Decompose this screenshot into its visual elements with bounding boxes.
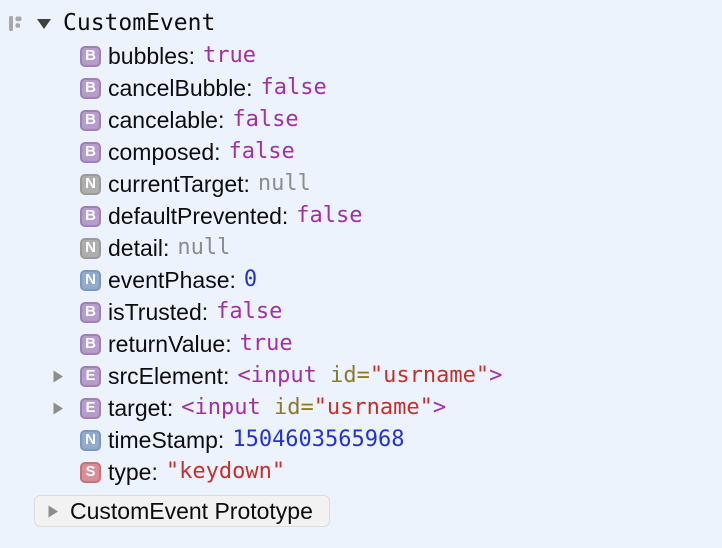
property-name: timeStamp: bbox=[108, 426, 225, 453]
type-badge-element: E bbox=[80, 397, 101, 419]
property-value: true bbox=[240, 333, 293, 355]
type-badge-boolean: B bbox=[80, 141, 101, 163]
value-part-boolean: true bbox=[202, 43, 256, 68]
property-value: "keydown" bbox=[166, 461, 285, 483]
property-value: false bbox=[216, 301, 282, 323]
prototype-row[interactable]: CustomEvent Prototype bbox=[34, 495, 330, 527]
property-name: cancelBubble: bbox=[108, 74, 253, 101]
property-value: null bbox=[177, 237, 230, 259]
type-badge-string: S bbox=[80, 461, 101, 483]
value-part-tag: <input bbox=[237, 363, 317, 388]
property-name: currentTarget: bbox=[108, 170, 250, 197]
property-value: false bbox=[296, 205, 362, 227]
type-badge-boolean: B bbox=[80, 77, 101, 99]
disclosure-collapsed-icon bbox=[48, 505, 58, 517]
type-badge-number: N bbox=[80, 269, 101, 291]
value-part-tag: > bbox=[489, 363, 503, 388]
type-badge-boolean: B bbox=[80, 109, 101, 131]
value-part-tag: <input bbox=[181, 395, 261, 420]
property-value: false bbox=[261, 77, 327, 99]
value-part-boolean: true bbox=[239, 331, 293, 356]
disclosure-collapsed-icon[interactable] bbox=[52, 401, 80, 416]
value-part-number: 1504603565968 bbox=[232, 427, 405, 452]
value-part-boolean: false bbox=[228, 139, 295, 164]
disclosure-expanded-icon[interactable] bbox=[36, 17, 52, 30]
tree-outline-icon bbox=[9, 15, 22, 31]
value-part-boolean: false bbox=[232, 107, 299, 132]
object-header[interactable]: CustomEvent bbox=[0, 6, 722, 40]
property-value: null bbox=[258, 173, 311, 195]
property-name: detail: bbox=[108, 234, 170, 261]
value-part-attr: id= bbox=[316, 363, 370, 388]
type-badge-boolean: B bbox=[80, 301, 101, 323]
type-badge-boolean: B bbox=[80, 333, 101, 355]
value-part-null: null bbox=[177, 235, 231, 260]
property-name: isTrusted: bbox=[108, 298, 209, 325]
property-value: <input id="usrname"> bbox=[237, 365, 502, 387]
type-badge-boolean: B bbox=[80, 205, 101, 227]
value-part-boolean: false bbox=[216, 299, 283, 324]
type-badge-number: N bbox=[80, 429, 101, 451]
property-name: returnValue: bbox=[108, 330, 232, 357]
type-badge-null: N bbox=[80, 237, 101, 259]
property-value: true bbox=[203, 45, 256, 67]
value-part-string: "usrname" bbox=[313, 395, 433, 420]
type-badge-element: E bbox=[80, 365, 101, 387]
value-part-boolean: false bbox=[296, 203, 363, 228]
prototype-label: CustomEvent Prototype bbox=[70, 497, 313, 524]
property-value: 1504603565968 bbox=[232, 429, 404, 451]
value-part-number: 0 bbox=[243, 267, 258, 292]
property-value: false bbox=[232, 109, 298, 131]
value-part-attr: id= bbox=[260, 395, 314, 420]
type-badge-boolean: B bbox=[80, 45, 101, 67]
property-name: cancelable: bbox=[108, 106, 225, 133]
property-value: false bbox=[229, 141, 295, 163]
property-name: defaultPrevented: bbox=[108, 202, 289, 229]
value-part-string: "keydown" bbox=[165, 459, 286, 484]
type-badge-null: N bbox=[80, 173, 101, 195]
property-name: composed: bbox=[108, 138, 221, 165]
object-class-name: CustomEvent bbox=[63, 9, 216, 36]
property-name: eventPhase: bbox=[108, 266, 236, 293]
disclosure-collapsed-icon[interactable] bbox=[52, 369, 80, 384]
property-value: <input id="usrname"> bbox=[181, 397, 446, 419]
value-part-string: "usrname" bbox=[369, 363, 490, 388]
value-part-tag: > bbox=[432, 395, 447, 420]
property-name: target: bbox=[108, 394, 174, 421]
property-name: type: bbox=[108, 458, 158, 485]
property-name: bubbles: bbox=[108, 42, 195, 69]
property-name: srcElement: bbox=[108, 362, 230, 389]
value-part-boolean: false bbox=[260, 75, 327, 100]
value-part-null: null bbox=[257, 171, 311, 196]
property-value: 0 bbox=[244, 269, 257, 291]
